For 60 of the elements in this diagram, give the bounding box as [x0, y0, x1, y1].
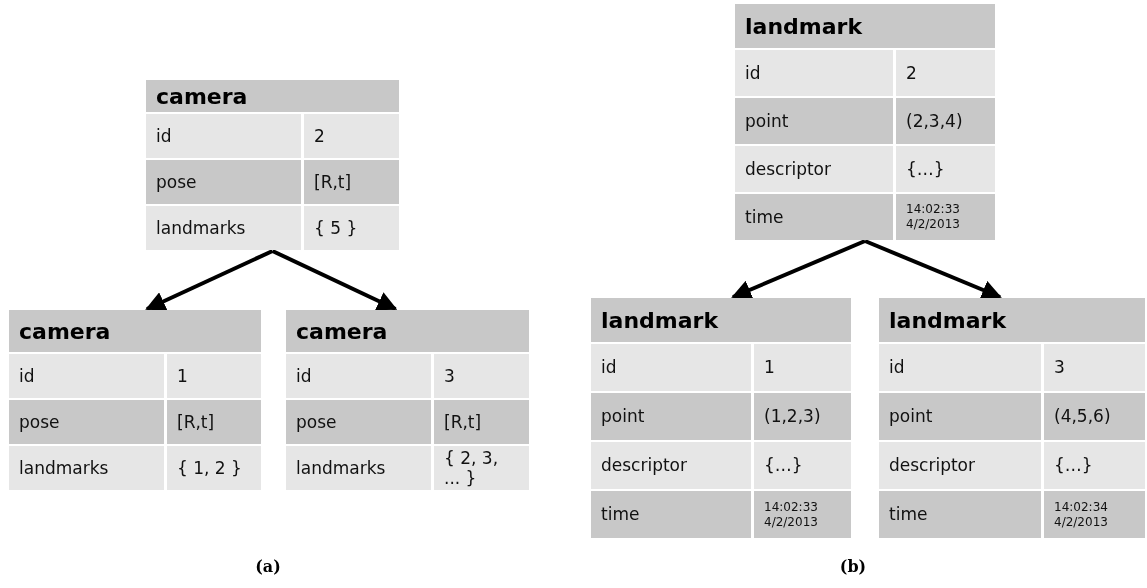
- table-cell: 2: [896, 50, 995, 96]
- table-cell: 1: [167, 354, 261, 398]
- table-cell: {…}: [754, 442, 851, 489]
- table-cell: descriptor: [879, 442, 1041, 489]
- table-header: landmark: [879, 298, 1145, 342]
- table-cell: point: [591, 393, 751, 440]
- table-cell: { 1, 2 }: [167, 446, 261, 490]
- table-cell: (2,3,4): [896, 98, 995, 144]
- table-cell: time: [591, 491, 751, 538]
- table-header: camera: [286, 310, 529, 352]
- table-cell: {…}: [1044, 442, 1145, 489]
- table-cell: landmarks: [146, 206, 301, 250]
- table-cell: time: [879, 491, 1041, 538]
- table-cell: 3: [434, 354, 529, 398]
- table-cell: (1,2,3): [754, 393, 851, 440]
- table-header: camera: [9, 310, 261, 352]
- subfigure-caption: (a): [255, 557, 281, 576]
- arrow: [864, 239, 1002, 300]
- table-header: landmark: [735, 4, 995, 48]
- table-cell: [R,t]: [434, 400, 529, 444]
- table-cell: pose: [286, 400, 431, 444]
- record-table: [879, 298, 1145, 538]
- table-cell: [R,t]: [167, 400, 261, 444]
- record-table: [591, 298, 851, 538]
- table-cell: id: [879, 344, 1041, 391]
- record-table: [286, 310, 529, 490]
- table-cell: id: [286, 354, 431, 398]
- table-cell: 2: [304, 114, 399, 158]
- table-cell: 14:02:34 4/2/2013: [1044, 491, 1145, 538]
- table-cell: (4,5,6): [1044, 393, 1145, 440]
- table-cell: [R,t]: [304, 160, 399, 204]
- table-cell: point: [735, 98, 893, 144]
- arrow: [731, 239, 866, 300]
- subfigure-caption: (b): [839, 557, 867, 576]
- table-cell: pose: [9, 400, 164, 444]
- table-cell: 3: [1044, 344, 1145, 391]
- table-cell: id: [735, 50, 893, 96]
- table-cell: 14:02:33 4/2/2013: [754, 491, 851, 538]
- table-cell: {…}: [896, 146, 995, 192]
- table-cell: landmarks: [9, 446, 164, 490]
- table-cell: landmarks: [286, 446, 431, 490]
- arrow: [271, 249, 398, 311]
- record-table: [9, 310, 261, 490]
- table-cell: time: [735, 194, 893, 240]
- table-cell: pose: [146, 160, 301, 204]
- table-cell: { 2, 3, ... }: [434, 446, 529, 490]
- table-cell: descriptor: [591, 442, 751, 489]
- arrow: [145, 249, 274, 311]
- record-table: [735, 4, 995, 240]
- table-cell: { 5 }: [304, 206, 399, 250]
- record-table: [146, 80, 399, 250]
- table-cell: 14:02:33 4/2/2013: [896, 194, 995, 240]
- table-cell: point: [879, 393, 1041, 440]
- table-cell: id: [9, 354, 164, 398]
- table-cell: id: [591, 344, 751, 391]
- table-header: landmark: [591, 298, 851, 342]
- table-header: camera: [146, 80, 399, 112]
- table-cell: id: [146, 114, 301, 158]
- table-cell: descriptor: [735, 146, 893, 192]
- table-cell: 1: [754, 344, 851, 391]
